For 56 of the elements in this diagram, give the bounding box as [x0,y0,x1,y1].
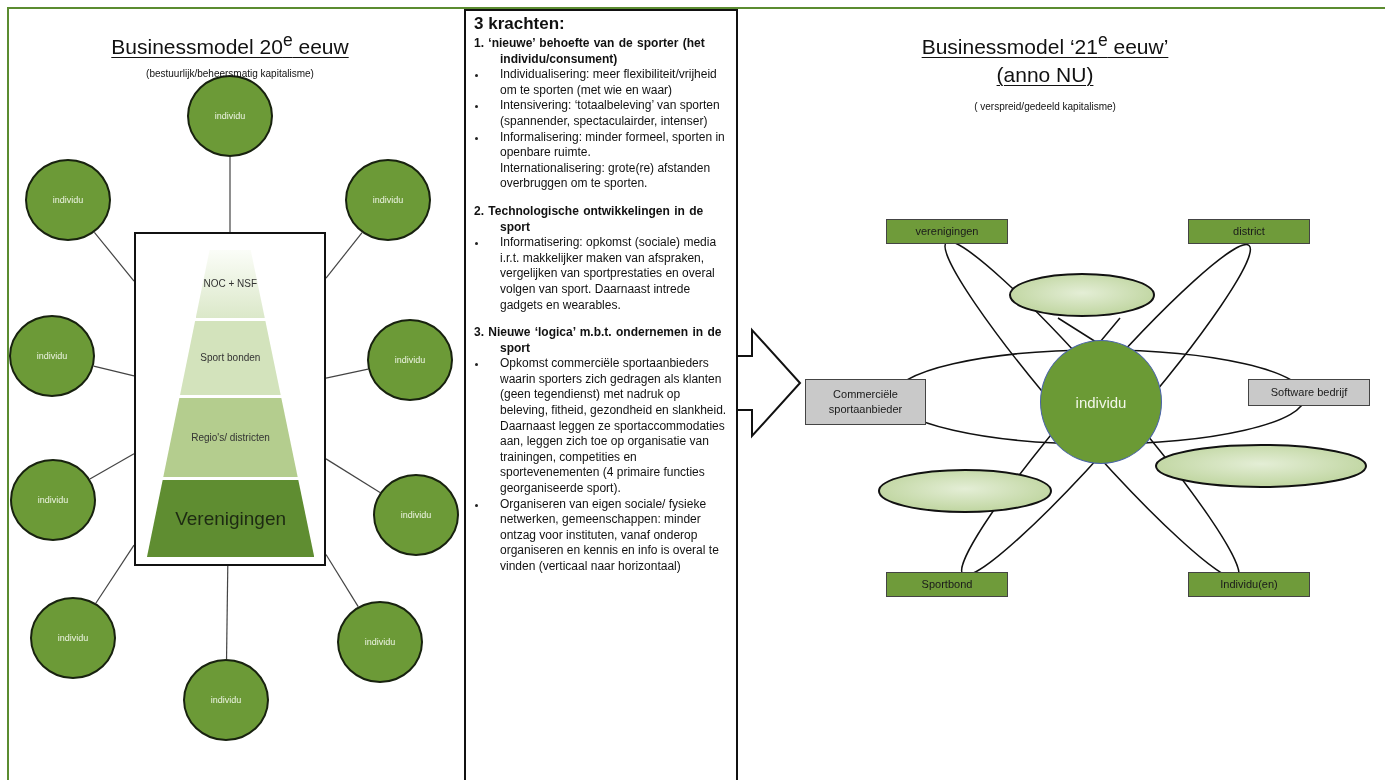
bullet-text: Individualisering: meer flexibiliteit/vrijheid om te sporten (met wie en waar) [500,67,717,97]
body-text: Internationalisering: grote(re) afstanden overbruggen om te sporten. [499,160,712,192]
connector-line [325,368,369,379]
box-label: verenigingen [915,224,979,239]
panel-title: Businessmodel ‘21$^{e}$ eeuw’ [921,30,1169,60]
bullet-text: Opkomst commerciële sportaanbieders waarin sporters zich gedragen als klanten (geen tegendienst) met nadruk op beleving, fitheid, gezondheid en slankheid. Daarnaast leggen ze sportaccommodaties aan, leggen zich toe op organisatie van trainingen, competities en sportevenementen (4 primaire functies georganiseerde sport). [500,356,727,496]
bullet-text: Intensivering: ‘totaalbeleving’ van sporten (spannender, spectaculairder, intenser) [500,98,720,128]
circle-label: individu [400,510,432,520]
text-panel [464,9,738,780]
bullet-text: Informatisering: opkomst (sociale) media i.r.t. makkelijker maken van afspraken, vergelijken van sportprestaties en overal volgen van sport. Daarnaast intrede gadgets en wearables. [500,235,717,312]
tier-label: Sport bonden [200,351,261,366]
section-heading: 3. Nieuwe ‘logica’ m.b.t. ondernemen in de sport [474,325,723,357]
circle-label: individu [37,495,69,505]
section-heading: 2. Technologische ontwikkelingen in de sport [474,203,705,236]
circle-label: individu [1075,393,1127,411]
circle-label: individu [210,695,242,705]
box-label: Individu(en) [1220,577,1278,592]
box-label: district [1233,224,1265,239]
circle-label: individu [57,633,89,643]
label-box [886,572,1008,597]
panel-subtitle: ( verspreid/gedeeld kapitalisme) [974,101,1116,113]
connector-line [325,458,381,494]
bullet-text: Organiseren van eigen sociale/ fysieke netwerken, gemeenschappen: minder ontzag voor instituten, vanaf onderop organiseren en kennis en info is overal te vinden (verticaal naar horizontaal) [500,496,719,573]
connector-line [89,453,135,480]
label-box [1188,572,1310,597]
label-box [1188,219,1310,244]
connector-line [325,232,363,279]
tier-label: NOC + NSF [203,277,258,292]
label-box [1248,379,1370,406]
connector-line [93,231,135,282]
tier-label: Verenigingen [175,506,287,531]
panel-subtitle: (bestuurlijk/beheersmatig kapitalisme) [146,68,314,80]
label-box [886,219,1008,244]
panel-title: (anno NU) [996,62,1094,88]
box-label: Commerciële sportaanbieder [827,387,904,417]
connector-line [225,565,229,660]
circle-label: individu [394,355,426,365]
circle-label: individu [372,195,404,205]
panel-title: Businessmodel 20$^{e}$ eeuw [111,30,349,60]
section-heading: 1. ‘nieuwe’ behoefte van de sporter (het individu/consument) [474,36,706,68]
circle-label: individu [214,111,246,121]
bullet-text: Informalisering: minder formeel, sporten in openbare ruimte. [500,129,725,160]
circle-label: individu [364,637,396,647]
pyramid-frame [134,232,326,566]
connector-line [229,156,231,233]
connector-line [93,365,135,377]
connector-line [325,553,359,608]
tier-label: Regio's/ districten [191,430,270,445]
label-box [805,379,926,425]
circle-label: individu [52,195,84,205]
box-label: Sportbond [921,577,973,592]
circle-label: individu [36,351,68,361]
panel-heading: 3 krachten: [474,13,566,35]
connector-line [95,544,135,604]
block-arrow [737,327,802,439]
box-label: Software bedrijf [1270,385,1348,400]
